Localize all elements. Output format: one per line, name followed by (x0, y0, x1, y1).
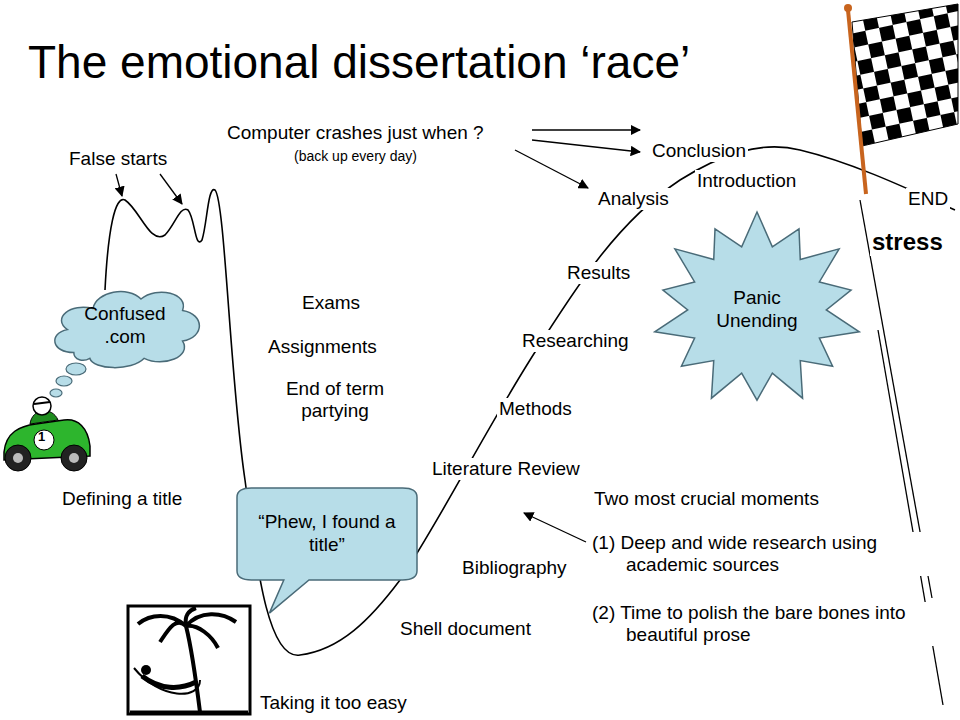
diagram-title: The emotional dissertation ‘race’ (26, 36, 692, 89)
annotation-label: Conclusion (650, 140, 748, 162)
node-text: Panic Unending (707, 287, 807, 333)
annotation-label: Exams (300, 292, 362, 314)
thought-cloud: Confused .com (45, 278, 205, 374)
flag-cloth (852, 4, 958, 146)
annotation-label: Introduction (695, 170, 798, 192)
flag-pole (848, 10, 866, 194)
annotation-label: End of term partying (268, 378, 402, 422)
annotation-label: Assignments (266, 336, 379, 358)
annotation-label: Two most crucial moments (592, 488, 821, 510)
speech-bubble: “Phew, I found a title” (237, 488, 417, 580)
annotation-label: Results (565, 262, 632, 284)
star-outline (655, 212, 860, 400)
car-number: 1 (38, 430, 45, 445)
race-curve (105, 147, 955, 655)
thought-dots (50, 363, 86, 397)
annotation-label: stress (870, 228, 945, 256)
cloud-outline (55, 292, 200, 368)
annotation-label: Taking it too easy (258, 692, 409, 714)
annotation-label: Analysis (596, 188, 671, 210)
node-text: Confused .com (75, 303, 175, 349)
node-text: “Phew, I found a title” (252, 511, 402, 557)
annotation-label: Computer crashes just when ? (225, 122, 486, 144)
annotation-label: END (906, 188, 950, 210)
annotation-label: (1) Deep and wide research using academi… (592, 532, 952, 576)
annotation-label: Literature Review (430, 458, 582, 480)
annotation-label: Methods (497, 398, 574, 420)
annotation-label: False starts (67, 148, 169, 170)
panic-star: Panic Unending (652, 212, 862, 408)
annotation-label: Defining a title (60, 488, 184, 510)
annotation-label: Shell document (398, 618, 533, 640)
annotation-label: (back up every day) (292, 148, 419, 164)
annotation-label: (2) Time to polish the bare bones into b… (592, 602, 952, 646)
annotation-label: Researching (520, 330, 631, 352)
race-car (4, 397, 90, 471)
hammock-picture (128, 606, 250, 714)
flag-knob (844, 4, 852, 12)
bubble-outline (237, 488, 417, 613)
annotation-label: Bibliography (460, 557, 569, 579)
